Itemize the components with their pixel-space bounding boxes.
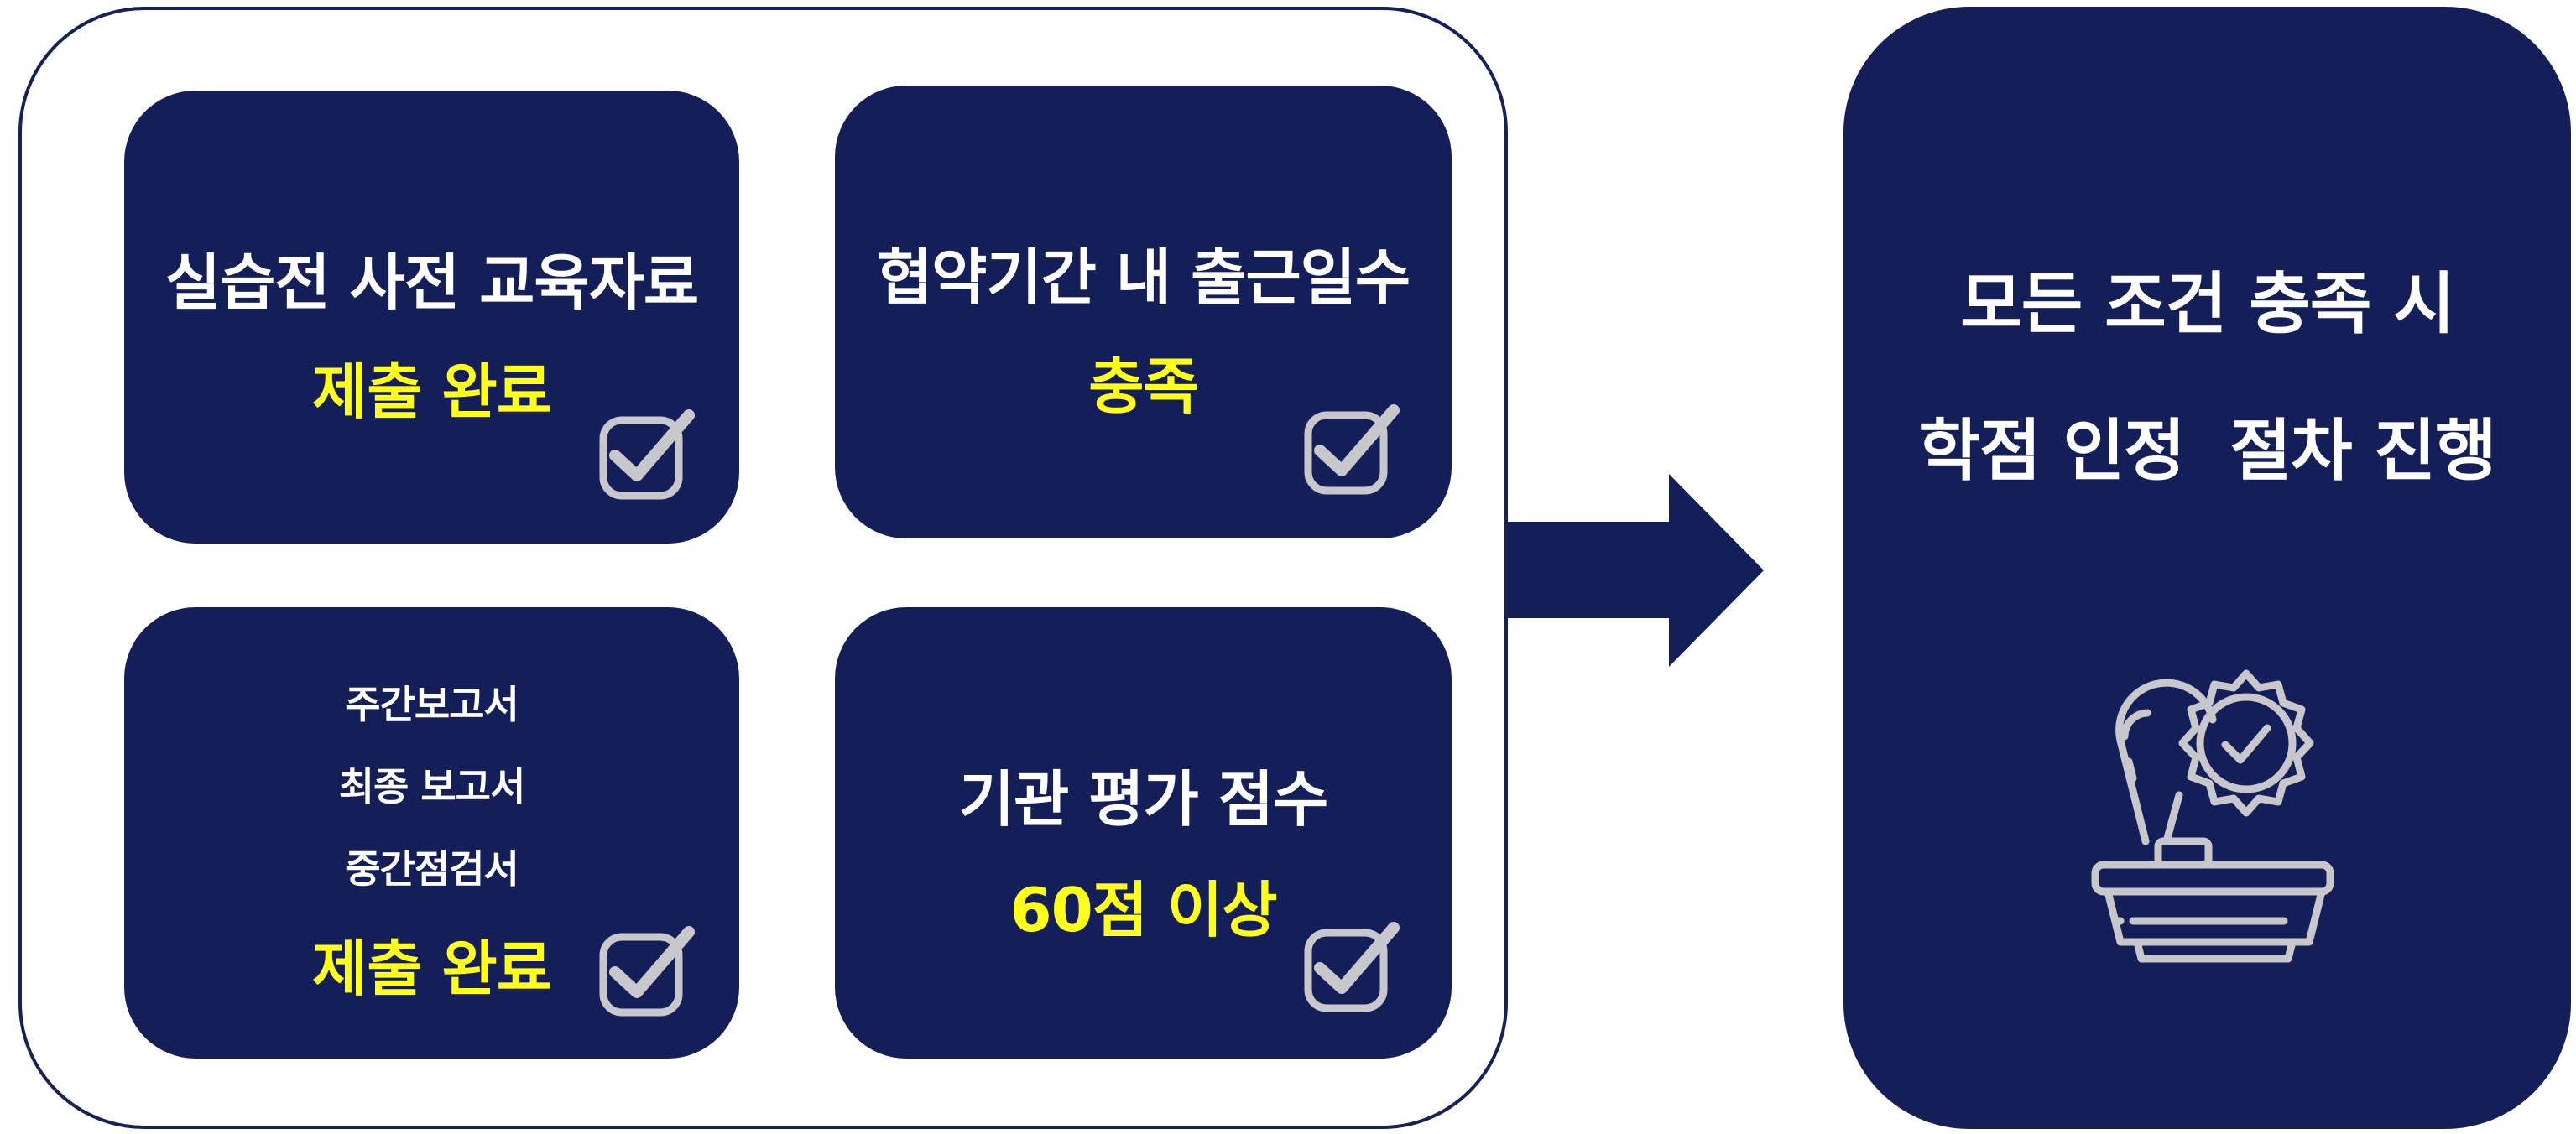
result-panel: 모든 조건 충족 시 학점 인정 절차 진행 xyxy=(1843,7,2571,1129)
result-line-1: 모든 조건 충족 시 xyxy=(1960,265,2455,343)
card-institution-evaluation: 기관 평가 점수 60점 이상 xyxy=(835,607,1452,1059)
card-status: 제출 완료 xyxy=(311,934,552,1004)
card-status: 60점 이상 xyxy=(1009,875,1278,945)
checkbox-checked-icon xyxy=(1304,404,1400,495)
checkbox-checked-icon xyxy=(599,926,695,1017)
card-reports: 주간보고서 최종 보고서 중간점검서 제출 완료 xyxy=(124,607,739,1059)
card-title: 기관 평가 점수 xyxy=(958,764,1329,835)
card-pre-training-materials: 실습전 사전 교육자료 제출 완료 xyxy=(124,91,739,544)
conditions-container: 실습전 사전 교육자료 제출 완료 협약기간 내 출근일수 충족 주간보고서 최… xyxy=(18,7,1508,1129)
card-title: 협약기간 내 출근일수 xyxy=(876,242,1411,313)
card-status: 충족 xyxy=(1088,351,1198,422)
report-line-midterm: 중간점검서 xyxy=(345,846,519,892)
checkbox-checked-icon xyxy=(599,409,695,500)
right-arrow-icon xyxy=(1508,474,1764,667)
card-status: 제출 완료 xyxy=(311,356,552,427)
card-attendance-days: 협약기간 내 출근일수 충족 xyxy=(835,86,1452,538)
result-line-2: 학점 인정 절차 진행 xyxy=(1918,412,2496,490)
approval-stamp-icon xyxy=(2091,669,2334,963)
report-line-weekly: 주간보고서 xyxy=(345,682,519,727)
checkbox-checked-icon xyxy=(1304,922,1400,1012)
card-title: 실습전 사전 교육자료 xyxy=(164,247,699,318)
report-line-final: 최종 보고서 xyxy=(338,764,526,809)
